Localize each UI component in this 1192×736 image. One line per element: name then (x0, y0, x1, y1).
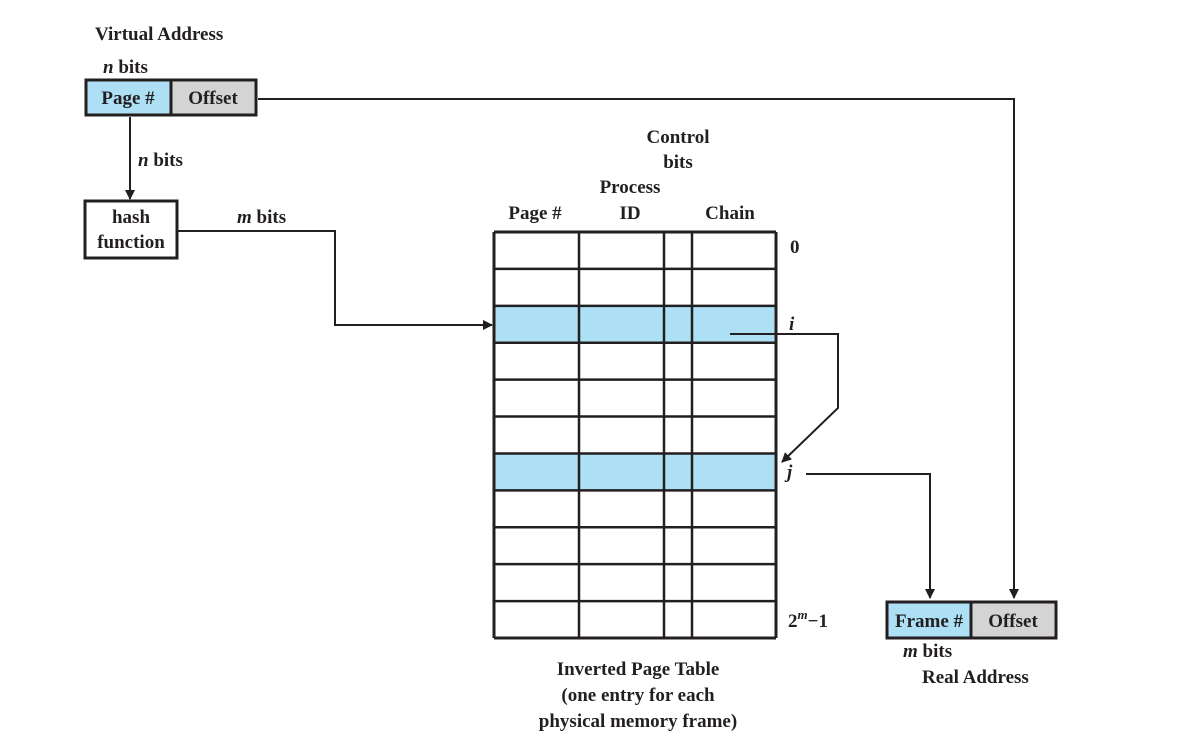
table-row (494, 601, 776, 638)
frame-number-arrow (806, 473, 935, 599)
header-control-2: bits (663, 152, 693, 173)
table-grid (492, 230, 778, 640)
table-row (494, 232, 776, 269)
real-frame-label: Frame # (895, 611, 964, 632)
hash-function-line2: function (97, 232, 165, 253)
caption-line-3: physical memory frame) (539, 711, 737, 732)
virtual-offset-field (169, 78, 258, 117)
caption-line-1: Inverted Page Table (557, 659, 720, 680)
table-row-highlighted (494, 453, 776, 491)
caption-line-2: (one entry for each (561, 685, 715, 706)
table-row (494, 342, 776, 380)
virtual-page-field (84, 78, 173, 117)
table-caption: Inverted Page Table (one entry for each … (539, 659, 737, 732)
real-address-width-label: m bits (903, 641, 952, 662)
row-label-i: i (789, 314, 795, 335)
table-row (494, 527, 776, 565)
hash-function-box (83, 199, 179, 260)
chain-arrow (730, 333, 839, 463)
header-process-2: ID (619, 203, 640, 224)
virtual-offset-label: Offset (188, 88, 238, 109)
table-row-highlighted (494, 305, 776, 343)
table-headers: Page # Process ID Control bits Chain (508, 127, 755, 224)
virtual-page-label: Page # (101, 88, 155, 109)
hash-to-table-arrow (178, 230, 493, 330)
inverted-page-table (494, 232, 776, 638)
virtual-address-title: Virtual Address (95, 24, 223, 45)
virtual-address-width-label: n bits (103, 57, 148, 78)
real-address-title: Real Address (922, 667, 1029, 688)
table-row (494, 564, 776, 602)
hash-function-line1: hash (112, 207, 150, 228)
table-row (494, 379, 776, 417)
hash-output-width-label: m bits (237, 207, 286, 228)
real-offset-label: Offset (988, 611, 1038, 632)
row-label-j: j (784, 462, 793, 483)
header-process-1: Process (600, 177, 661, 198)
real-offset-field (969, 600, 1058, 640)
virtual-address: Virtual Address n bits Page # Offset (84, 24, 258, 117)
row-label-last: 2m−1 (788, 607, 828, 632)
table-row (494, 268, 776, 306)
hash-input-width-label: n bits (138, 150, 183, 171)
table-row (494, 490, 776, 528)
header-page: Page # (508, 203, 562, 224)
row-labels: 0 i j 2m−1 (784, 237, 828, 632)
header-chain: Chain (705, 203, 755, 224)
row-label-0: 0 (790, 237, 800, 258)
real-address: Frame # Offset m bits Real Address (885, 600, 1058, 688)
header-control-1: Control (647, 127, 710, 148)
offset-arrow (258, 98, 1019, 599)
table-row (494, 416, 776, 454)
hash-function: n bits hash function m bits (83, 117, 493, 330)
